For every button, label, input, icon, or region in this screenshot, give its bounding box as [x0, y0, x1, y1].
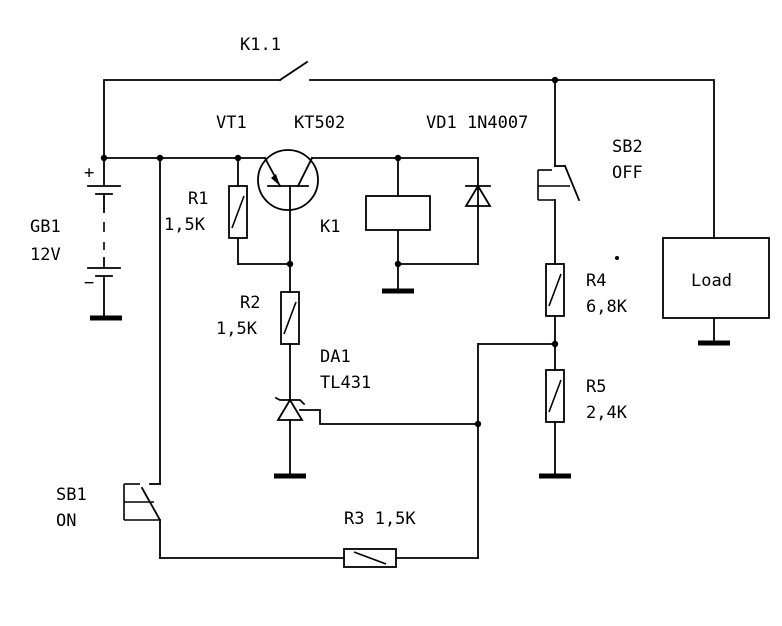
label-minus: − [84, 273, 94, 293]
resistor-r2 [280, 263, 300, 401]
label-gb1: GB1 [30, 217, 61, 237]
resistor-r1 [228, 157, 291, 265]
load-block [662, 237, 770, 346]
label-kt502: KT502 [294, 113, 345, 133]
diode-vd1 [397, 157, 492, 265]
label-r1-value: 1,5K [164, 215, 206, 235]
switch-sb1 [123, 157, 162, 559]
label-r2: R2 [240, 293, 260, 313]
label-r2-value: 1,5K [216, 319, 258, 339]
label-k1: K1 [320, 217, 340, 237]
label-load: Load [691, 271, 732, 291]
stray-dot [615, 256, 619, 260]
relay-coil-k1 [365, 157, 431, 294]
label-tl431: TL431 [320, 373, 371, 393]
label-k1-1: K1.1 [240, 35, 281, 55]
label-r5: R5 [586, 377, 606, 397]
label-r4: R4 [586, 271, 606, 291]
label-on: ON [56, 511, 76, 531]
label-r3: R3 1,5K [344, 509, 416, 529]
label-sb1: SB1 [56, 485, 87, 505]
resistor-r5 [539, 369, 571, 479]
junction [100, 154, 108, 162]
resistor-r4 [545, 263, 565, 371]
resistor-r3 [159, 548, 479, 568]
switch-sb2 [537, 79, 581, 265]
label-sb2: SB2 [612, 137, 643, 157]
label-r4-value: 6,8K [586, 297, 628, 317]
label-vd1: VD1 1N4007 [426, 113, 528, 133]
label-r5-value: 2,4K [586, 403, 628, 423]
label-da1: DA1 [320, 347, 351, 367]
regulator-da1 [274, 396, 479, 479]
label-off: OFF [612, 163, 643, 183]
battery-gb1 [87, 157, 122, 321]
top-rail [103, 79, 715, 239]
label-12v: 12V [30, 245, 61, 265]
label-r1: R1 [188, 189, 208, 209]
label-plus: + [84, 163, 94, 183]
relay-contact-k1-1 [278, 60, 309, 82]
transistor-vt1 [257, 149, 319, 264]
label-vt1: VT1 [216, 113, 247, 133]
